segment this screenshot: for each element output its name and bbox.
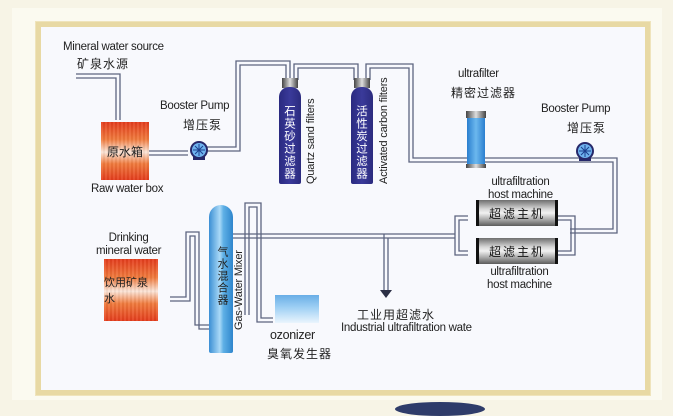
ultrafilter-cartridge <box>467 118 485 166</box>
carbon-filter-label-en: Activated carbon filters <box>378 77 390 184</box>
pipe-source-to-raw-box-inner <box>76 77 117 120</box>
drinking-label-cn: 饮用矿泉水 <box>104 276 148 305</box>
pipe-pump2-to-uf-inner <box>570 161 614 230</box>
gas-water-mixer <box>209 205 233 353</box>
uf-host-1-label-cn: 超滤主机 <box>488 206 545 221</box>
pipe-pump-to-sand-inner <box>206 60 291 148</box>
uf-host-2-label-en: ultrafiltration host machine <box>487 266 552 292</box>
pipe-uf-left-connector-inner <box>458 219 468 252</box>
uf-host-1-label-en-line2: host machine <box>488 189 553 201</box>
drinking-label-en: Drinking mineral water <box>96 232 161 258</box>
pipe-source-to-raw-box <box>76 73 121 120</box>
source-label-cn: 矿泉水源 <box>77 57 130 71</box>
pipe-sand-to-carbon <box>293 63 359 80</box>
pipe-pump2-to-uf <box>570 157 618 234</box>
drinking-label-en-line2: mineral water <box>96 245 162 257</box>
ozonizer-label-cn: 臭氧发生器 <box>267 347 333 361</box>
pipe-ozonizer-to-mixer <box>248 206 273 323</box>
pipe-mixer-to-drinking-inner <box>170 231 209 330</box>
sand-filter-label-en: Quartz sand filters <box>305 98 317 184</box>
pipe-uf-right-connector <box>551 215 576 256</box>
ultrafilter-cap-top <box>466 111 486 118</box>
pump1-label-en: Booster Pump <box>160 100 230 112</box>
uf-host-machine-1: 超滤主机 <box>476 200 558 226</box>
pipe-uf-left-connector <box>454 215 468 256</box>
ultrafilter-label-en: ultrafilter <box>458 68 499 80</box>
mixer-label-cn: 气水混合器 <box>216 246 229 306</box>
sand-filter-cap <box>282 78 298 88</box>
mixer-label-en: Gas-Water Mixer <box>233 250 245 330</box>
sand-filter-label-cn: 石英砂过滤器 <box>283 105 297 180</box>
uf-host-2-label-en-line2: host machine <box>487 279 552 291</box>
uf-host-2-label-cn: 超滤主机 <box>488 244 545 259</box>
pipe-ozonizer-to-mixer-inner <box>244 202 273 319</box>
pump2-label-cn: 增压泵 <box>567 121 607 135</box>
drinking-water-box: 饮用矿泉水 <box>104 259 158 321</box>
pipe-mixer-to-drinking <box>170 235 209 326</box>
uf-host-1-label-en-line1: ultrafiltration <box>491 176 550 188</box>
quartz-sand-filter: 石英砂过滤器 <box>279 87 301 184</box>
carbon-filter-label-cn: 活性炭过滤器 <box>355 105 369 180</box>
booster-pump-1-icon <box>190 141 208 160</box>
pipe-uf-right-connector-inner <box>551 219 572 252</box>
raw-water-box-label-cn: 原水箱 <box>106 144 143 159</box>
raw-water-box-label-en: Raw water box <box>91 183 164 195</box>
industrial-label-en: Industrial ultrafiltration wate <box>341 322 472 334</box>
uf-host-machine-2: 超滤主机 <box>476 238 558 264</box>
carbon-filter-cap <box>354 78 370 88</box>
drinking-label-en-line1: Drinking <box>108 232 149 244</box>
pump1-label-cn: 增压泵 <box>183 118 223 132</box>
ozonizer-unit <box>275 295 319 323</box>
pump2-label-en: Booster Pump <box>541 103 611 115</box>
uf-host-1-label-en: ultrafiltration host machine <box>488 176 553 202</box>
source-label-en: Mineral water source <box>63 41 164 53</box>
pipe-pump-to-sand <box>206 64 287 152</box>
industrial-label-cn: 工业用超滤水 <box>357 308 436 322</box>
booster-pump-2-icon <box>576 142 594 161</box>
ultrafilter-cap-bottom <box>466 164 486 168</box>
ozonizer-label-en: ozonizer <box>270 328 315 342</box>
arrow-down-icon <box>380 290 392 298</box>
pipe-sand-to-carbon-inner <box>297 67 355 80</box>
uf-host-2-label-en-line1: ultrafiltration <box>490 266 549 278</box>
raw-water-box: 原水箱 <box>101 122 149 180</box>
ultrafilter-label-cn: 精密过滤器 <box>451 86 517 100</box>
bottom-object-edge <box>395 402 485 416</box>
activated-carbon-filter: 活性炭过滤器 <box>351 87 373 184</box>
